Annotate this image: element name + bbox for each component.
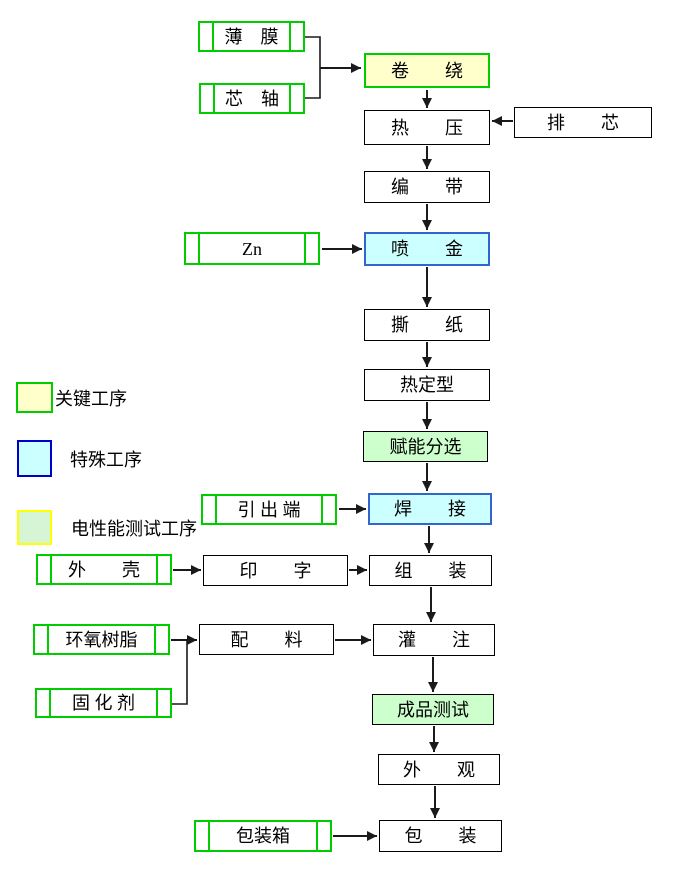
node-label: 赋能分选 [389, 436, 462, 457]
node-taping: 编 带 [364, 171, 490, 203]
node-appearance: 外 观 [378, 754, 500, 785]
node-paper-tearing: 撕 纸 [364, 309, 490, 341]
node-winding: 卷 绕 [364, 53, 490, 88]
node-label: 排 芯 [547, 112, 619, 133]
node-curing-agent-input: 固 化 剂 [35, 688, 172, 718]
node-label: 热 压 [391, 117, 463, 138]
node-label: 环氧树脂 [65, 629, 138, 650]
node-label: 包装箱 [236, 826, 290, 846]
node-label: 撕 纸 [391, 315, 463, 335]
legend-item-special-process: 特殊工序 [17, 440, 142, 477]
node-label: 芯 轴 [225, 88, 279, 109]
node-hot-pressing: 热 压 [364, 110, 490, 145]
node-label: 印 字 [239, 560, 312, 581]
node-label: 外 壳 [68, 559, 140, 580]
edge-bomo-xinzhou-bracket [305, 36, 321, 99]
node-label: 喷 金 [391, 239, 463, 259]
node-zinc-input: Zn [184, 232, 320, 265]
node-label: 配 料 [230, 629, 303, 650]
edge-guhuaji-elbow [172, 641, 188, 705]
node-heat-setting: 热定型 [364, 369, 490, 401]
node-label: 成品测试 [397, 699, 469, 720]
special-process-swatch [17, 440, 52, 477]
legend-label: 电性能测试工序 [71, 518, 197, 539]
node-compounding: 配 料 [199, 624, 334, 655]
node-label: 外 观 [403, 759, 475, 780]
legend-label: 特殊工序 [70, 449, 142, 470]
node-label: 焊 接 [394, 499, 466, 519]
node-welding: 焊 接 [368, 493, 492, 525]
node-metal-spraying: 喷 金 [364, 232, 490, 266]
node-core-arranging: 排 芯 [514, 107, 652, 138]
node-label: 薄 膜 [224, 26, 279, 47]
node-label: 卷 绕 [391, 60, 463, 81]
legend-item-key-process: 关键工序 [16, 382, 127, 413]
key-process-swatch [16, 382, 53, 413]
node-mandrel-input: 芯 轴 [199, 83, 305, 114]
node-assembly: 组 装 [369, 555, 492, 586]
legend-item-test-process: 电性能测试工序 [17, 510, 197, 545]
node-label: 组 装 [394, 560, 467, 581]
node-epoxy-resin-input: 环氧树脂 [33, 624, 170, 655]
node-label: Zn [242, 238, 262, 259]
node-label: 引 出 端 [237, 499, 301, 520]
node-packing-box-input: 包装箱 [194, 820, 332, 852]
node-label: 热定型 [400, 375, 454, 395]
node-lead-terminal-input: 引 出 端 [201, 494, 337, 525]
node-label: 编 带 [391, 177, 463, 197]
node-potting: 灌 注 [373, 624, 495, 656]
node-printing: 印 字 [203, 555, 348, 586]
node-packaging: 包 装 [379, 820, 502, 852]
node-label: 包 装 [404, 826, 477, 846]
node-label: 固 化 剂 [72, 693, 135, 713]
node-label: 灌 注 [398, 630, 470, 650]
test-process-swatch [17, 510, 52, 545]
node-final-test: 成品测试 [372, 694, 494, 725]
node-energize-sorting: 赋能分选 [363, 431, 488, 462]
legend-label: 关键工序 [55, 388, 127, 409]
node-film-input: 薄 膜 [198, 21, 305, 52]
node-case-input: 外 壳 [36, 554, 172, 585]
